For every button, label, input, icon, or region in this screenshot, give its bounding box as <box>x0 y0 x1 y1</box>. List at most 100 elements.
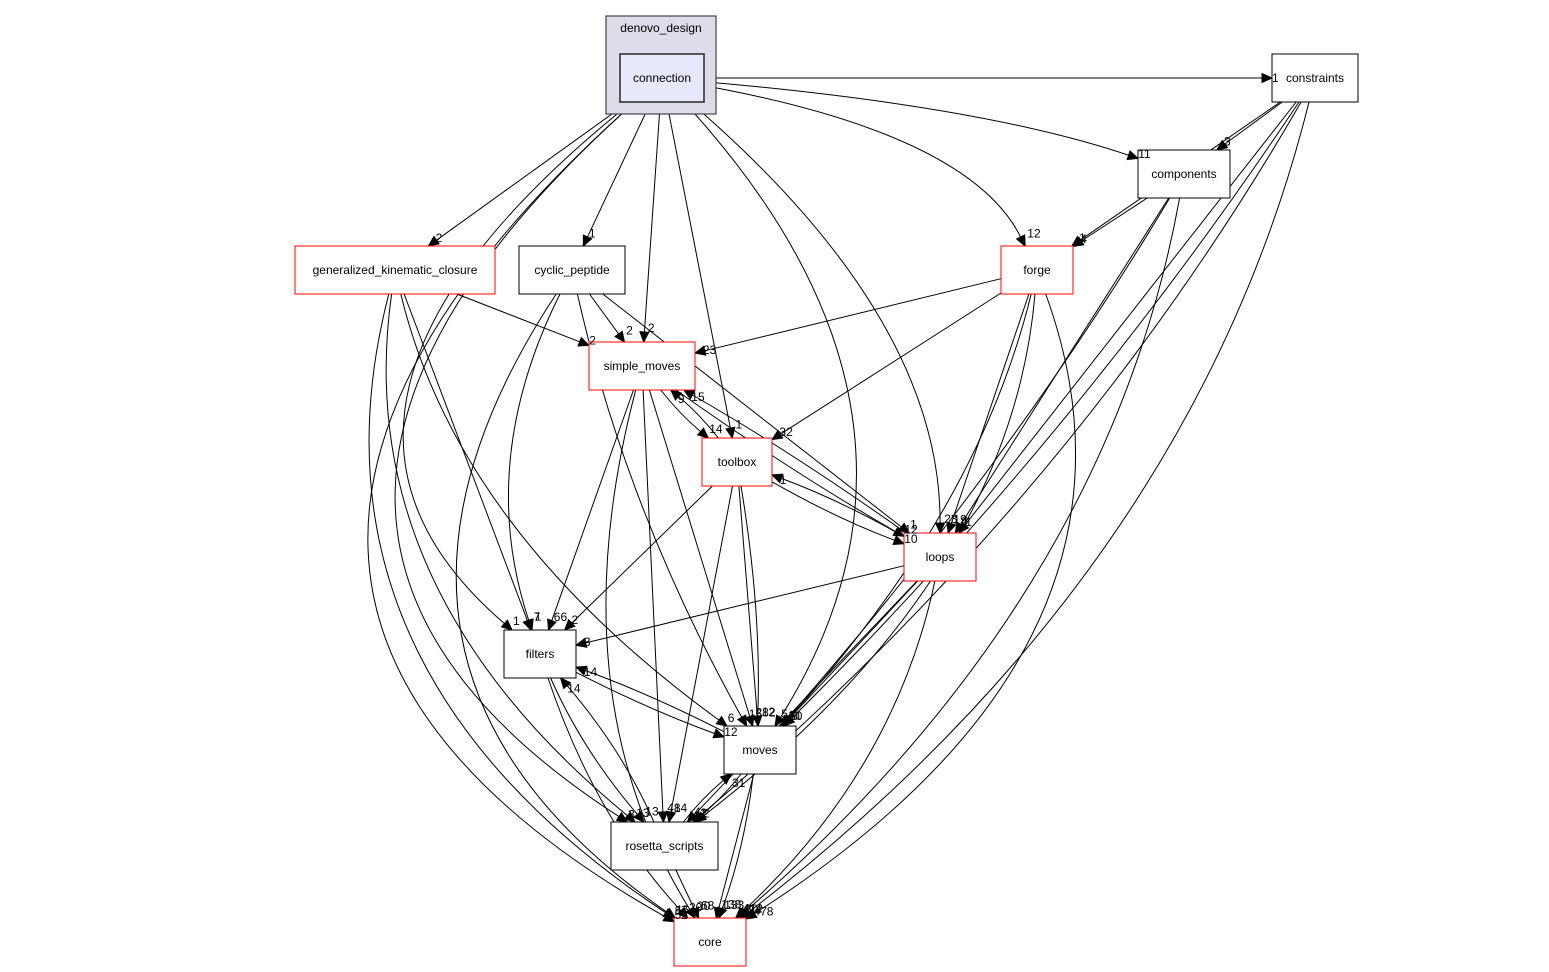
edge-connection-to-simple-moves[interactable] <box>639 101 661 344</box>
edge-connection-to-cyclic-peptide[interactable] <box>582 101 652 248</box>
edge-label[interactable]: 3 <box>584 635 591 649</box>
edge-label[interactable]: 2 <box>572 613 579 627</box>
edge-label[interactable]: 14 <box>584 665 598 679</box>
edge-toolbox-to-core[interactable] <box>717 485 759 920</box>
edge-label[interactable]: 3 <box>1224 135 1231 149</box>
edge-constraints-to-components[interactable] <box>1215 101 1283 151</box>
edge-label[interactable]: 8 <box>791 709 798 723</box>
edge-label[interactable]: 20 <box>697 899 711 913</box>
edge-cyclic-peptide-to-core[interactable] <box>455 293 677 919</box>
edge-label[interactable]: 7 <box>534 610 541 624</box>
edge-label[interactable]: 15 <box>691 390 705 404</box>
edge-label[interactable]: 1 <box>589 226 596 240</box>
edge-simple-moves-to-moves[interactable] <box>648 389 755 728</box>
edge-label[interactable]: 10 <box>904 532 918 546</box>
edge-connection-to-constraints[interactable] <box>704 72 1274 84</box>
edge-connection-to-filters[interactable] <box>402 101 633 631</box>
edge-label[interactable]: 57 <box>675 904 689 918</box>
edge-label[interactable]: 66 <box>554 610 568 624</box>
edge-label[interactable]: 32 <box>779 425 793 439</box>
edge-connection-to-moves[interactable] <box>683 101 857 728</box>
edge-label[interactable]: 9 <box>678 392 685 406</box>
edge-label[interactable]: 2 <box>589 333 596 347</box>
edge-forge-to-toolbox[interactable] <box>770 292 1002 441</box>
node-generalized-kinematic-closure[interactable]: generalized_kinematic_closure <box>294 245 496 295</box>
node-loops[interactable]: loops <box>903 532 977 582</box>
edge-label[interactable]: 2 <box>436 231 443 245</box>
edge-label[interactable]: 14 <box>567 682 581 696</box>
edge-label[interactable]: 48 <box>667 801 681 815</box>
edge-label[interactable]: 94 <box>748 903 762 917</box>
edge-label[interactable]: 412 <box>743 902 763 916</box>
edge-label[interactable]: 60 <box>789 709 803 723</box>
edge-label[interactable]: 31 <box>732 776 746 790</box>
edge-connection-to-forge[interactable] <box>703 85 1026 248</box>
node-toolbox[interactable]: toolbox <box>701 437 773 487</box>
edge-label[interactable]: 4 <box>1080 232 1087 246</box>
edge-cyclic-peptide-to-filters[interactable] <box>507 293 561 632</box>
edge-label[interactable]: 1 <box>965 515 972 529</box>
edge-rosetta-scripts-to-moves[interactable] <box>683 773 733 823</box>
node-rosetta-scripts[interactable]: rosetta_scripts <box>610 821 719 871</box>
edge-label[interactable]: 5 <box>781 707 788 721</box>
edge-label[interactable]: 20 <box>689 901 703 915</box>
edge-simple-moves-to-toolbox[interactable] <box>660 389 710 439</box>
edge-label[interactable]: 12 <box>905 522 919 536</box>
edge-label[interactable]: 12 <box>1027 227 1041 241</box>
edge-label[interactable]: 1 <box>1272 71 1279 85</box>
edge-label[interactable]: 2 <box>703 806 710 820</box>
edge-label[interactable]: 19 <box>953 513 967 527</box>
node-components[interactable]: components <box>1137 149 1231 199</box>
edge-connection-to-loops[interactable] <box>689 101 946 535</box>
edge-label[interactable]: 13 <box>645 804 659 818</box>
edge-label[interactable]: 2 <box>648 321 655 335</box>
edge-simple-moves-to-rosetta-scripts[interactable] <box>642 389 669 824</box>
edge-label[interactable]: 23 <box>703 343 717 357</box>
edge-cyclic-peptide-to-simple-moves[interactable] <box>589 293 626 343</box>
node-connection[interactable]: connection <box>619 53 705 103</box>
edge-label[interactable]: 1 <box>513 614 520 628</box>
edge-label[interactable]: 478 <box>753 905 773 919</box>
edge-label[interactable]: 15 <box>749 707 763 721</box>
edge-toolbox-to-simple-moves[interactable] <box>669 389 719 439</box>
edge-label[interactable]: 4 <box>788 709 795 723</box>
edge-toolbox-to-loops[interactable] <box>771 481 906 546</box>
edge-label[interactable]: 15 <box>676 903 690 917</box>
node-forge[interactable]: forge <box>1000 245 1074 295</box>
edge-forge-to-simple-moves[interactable] <box>693 278 1002 356</box>
edge-forge-to-core[interactable] <box>744 293 1077 920</box>
edge-filters-to-moves[interactable] <box>575 671 726 739</box>
edge-label[interactable]: 1 <box>780 473 787 487</box>
edge-label[interactable]: 52 <box>675 908 689 922</box>
edge-generalized-kinematic-closure-to-simple-moves[interactable] <box>456 293 591 347</box>
edge-label[interactable]: 21 <box>789 709 803 723</box>
edge-label[interactable]: 11 <box>1138 147 1151 161</box>
edge-label[interactable]: 133 <box>724 898 744 912</box>
node-filters[interactable]: filters <box>503 629 577 679</box>
edge-label[interactable]: 1 <box>1079 231 1086 245</box>
edge-rosetta-scripts-to-core[interactable] <box>675 869 700 920</box>
edge-filters-to-core[interactable] <box>547 677 689 919</box>
edge-forge-to-loops[interactable] <box>946 293 1030 535</box>
node-cyclic-peptide[interactable]: cyclic_peptide <box>518 245 626 295</box>
edge-forge-to-moves[interactable] <box>781 293 1032 727</box>
edge-moves-to-rosetta-scripts[interactable] <box>692 773 742 823</box>
edge-label[interactable]: 282 <box>756 706 776 720</box>
edge-loops-to-filters[interactable] <box>574 565 905 648</box>
edge-label[interactable]: 4 <box>694 805 701 819</box>
node-constraints[interactable]: constraints <box>1271 53 1359 103</box>
edge-connection-to-core[interactable] <box>367 101 676 923</box>
edge-generalized-kinematic-closure-to-filters[interactable] <box>403 293 533 632</box>
edge-label[interactable]: 13 <box>636 806 650 820</box>
edge-filters-to-rosetta-scripts[interactable] <box>550 677 645 823</box>
node-moves[interactable]: moves <box>723 725 797 775</box>
edge-components-to-moves[interactable] <box>780 197 1171 727</box>
edge-label[interactable]: 12 <box>724 725 738 739</box>
edge-loops-to-moves[interactable] <box>781 580 918 727</box>
edge-components-to-forge[interactable] <box>1071 197 1148 248</box>
edge-loops-to-simple-moves[interactable] <box>682 389 907 534</box>
edge-label[interactable]: 1 <box>535 610 542 624</box>
edge-rosetta-scripts-to-filters[interactable] <box>559 677 655 823</box>
node-simple-moves[interactable]: simple_moves <box>588 341 696 391</box>
edge-connection-to-components[interactable] <box>703 81 1140 161</box>
